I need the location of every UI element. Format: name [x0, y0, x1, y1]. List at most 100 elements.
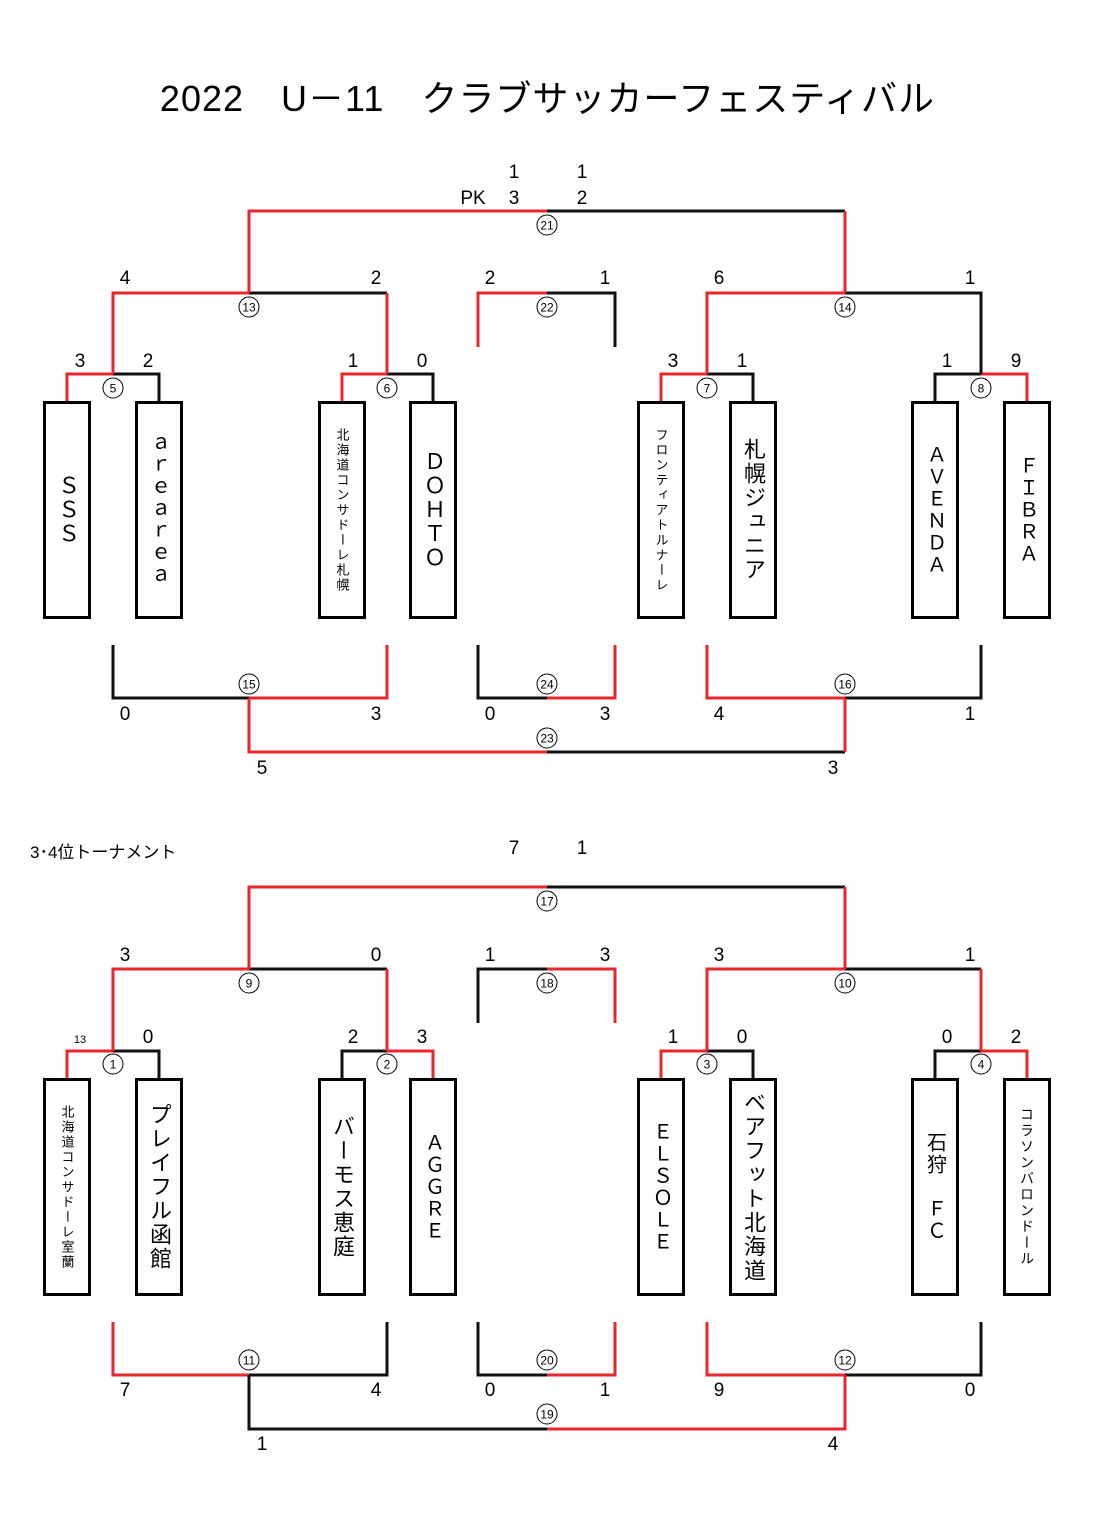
m22-left: [476, 291, 547, 347]
score-s2a: 2: [347, 1027, 359, 1048]
score-s20a: 0: [484, 1380, 496, 1401]
team-box-t4: ＤＯＨＴＯ: [409, 401, 457, 619]
m7-right: [707, 372, 755, 401]
m5-right: [113, 372, 161, 401]
m1-left: [65, 1049, 113, 1078]
m7-left: [659, 372, 707, 401]
match-number-m3: 3: [696, 1053, 718, 1075]
score-s4a: 0: [941, 1027, 953, 1048]
score-s21a: 1: [508, 162, 520, 183]
score-s4b: 2: [1010, 1027, 1022, 1048]
m13-left: [111, 291, 249, 374]
score-s11a: 7: [119, 1380, 131, 1401]
m8-right: [981, 372, 1029, 401]
score-s19a: 1: [256, 1434, 268, 1455]
score-s22b: 1: [599, 268, 611, 289]
score-s5a: 3: [74, 351, 86, 372]
m6-right: [387, 372, 435, 401]
score-s12b: 0: [964, 1380, 976, 1401]
m20-right: [547, 1322, 617, 1377]
score-s19b: 4: [827, 1434, 839, 1455]
match-number-m23: 23: [536, 727, 558, 749]
score-s8a: 1: [941, 351, 953, 372]
score-s6b: 0: [416, 351, 428, 372]
m24-left: [476, 645, 547, 700]
m6-left: [340, 372, 387, 401]
team-box-t6: 札幌ジュニア: [729, 401, 777, 619]
match-number-m19: 19: [536, 1403, 558, 1425]
match-number-m16: 16: [834, 673, 856, 695]
score-s24b: 3: [599, 704, 611, 725]
m3-right: [707, 1049, 755, 1078]
score-s20b: 1: [599, 1380, 611, 1401]
m12-left: [705, 1322, 845, 1377]
match-number-m17: 17: [536, 890, 558, 912]
m10-left: [705, 967, 845, 1051]
match-number-m15: 15: [238, 673, 260, 695]
score-s10a: 3: [713, 945, 725, 966]
m14-left: [705, 291, 845, 374]
match-number-m8: 8: [970, 377, 992, 399]
m23-left: [247, 698, 547, 754]
match-number-m11: 11: [238, 1349, 260, 1371]
m15-left: [111, 645, 249, 700]
score-s23a: 5: [256, 758, 268, 779]
team-box-b7: 石狩 ＦＣ: [911, 1078, 959, 1296]
m18-right: [547, 967, 617, 1023]
m5-left: [65, 372, 113, 401]
match-number-m24: 24: [536, 673, 558, 695]
match-number-m2: 2: [376, 1053, 398, 1075]
score-s22a: 2: [484, 268, 496, 289]
score-s21pk: PK: [460, 188, 486, 209]
match-number-m9: 9: [238, 972, 260, 994]
team-box-t1: ＳＳＳ: [43, 401, 91, 619]
score-s8b: 9: [1010, 351, 1022, 372]
score-s13a: 4: [119, 268, 131, 289]
page-title: 2022 U－11 クラブサッカーフェスティバル: [159, 78, 936, 119]
score-s16a: 4: [713, 704, 725, 725]
score-s3a: 1: [667, 1027, 679, 1048]
team-box-t7: ＡＶＥＮＤＡ: [911, 401, 959, 619]
match-number-m7: 7: [696, 377, 718, 399]
match-number-m22: 22: [536, 296, 558, 318]
score-s14b: 1: [964, 268, 976, 289]
m8-left: [933, 372, 981, 401]
match-number-m14: 14: [834, 296, 856, 318]
match-number-m6: 6: [376, 377, 398, 399]
match-number-m18: 18: [536, 972, 558, 994]
m9-left: [111, 967, 249, 1051]
m16-left: [705, 645, 845, 700]
score-s2b: 3: [416, 1027, 428, 1048]
m4-right: [981, 1049, 1029, 1078]
m1-right: [113, 1049, 161, 1078]
score-s15b: 3: [370, 704, 382, 725]
m14-right: [845, 291, 983, 374]
match-number-m10: 10: [834, 972, 856, 994]
m2-right: [387, 1049, 435, 1078]
score-s1b: 0: [142, 1027, 154, 1048]
team-box-t3: 北海道コンサドーレ札幌: [318, 401, 366, 619]
score-s9b: 0: [370, 945, 382, 966]
score-s3b: 0: [736, 1027, 748, 1048]
team-box-b8: コラソンバロンドール: [1003, 1078, 1051, 1296]
team-box-b5: ＥＬＳＯＬＥ: [637, 1078, 685, 1296]
score-s18a: 1: [484, 945, 496, 966]
score-s21c: 3: [508, 188, 520, 209]
match-number-m12: 12: [834, 1349, 856, 1371]
score-s9a: 3: [119, 945, 131, 966]
score-s24a: 0: [484, 704, 496, 725]
m11-right: [249, 1322, 389, 1377]
score-s23b: 3: [827, 758, 839, 779]
score-s10b: 1: [964, 945, 976, 966]
score-s11b: 4: [370, 1380, 382, 1401]
score-s16b: 1: [964, 704, 976, 725]
m22-right: [547, 291, 617, 347]
score-s13b: 2: [370, 268, 382, 289]
m24-right: [547, 645, 617, 700]
score-s14a: 6: [713, 268, 725, 289]
m16-right: [845, 645, 983, 700]
match-number-m13: 13: [238, 296, 260, 318]
score-s7a: 3: [667, 351, 679, 372]
score-s15a: 0: [119, 704, 131, 725]
m15-right: [249, 645, 389, 700]
